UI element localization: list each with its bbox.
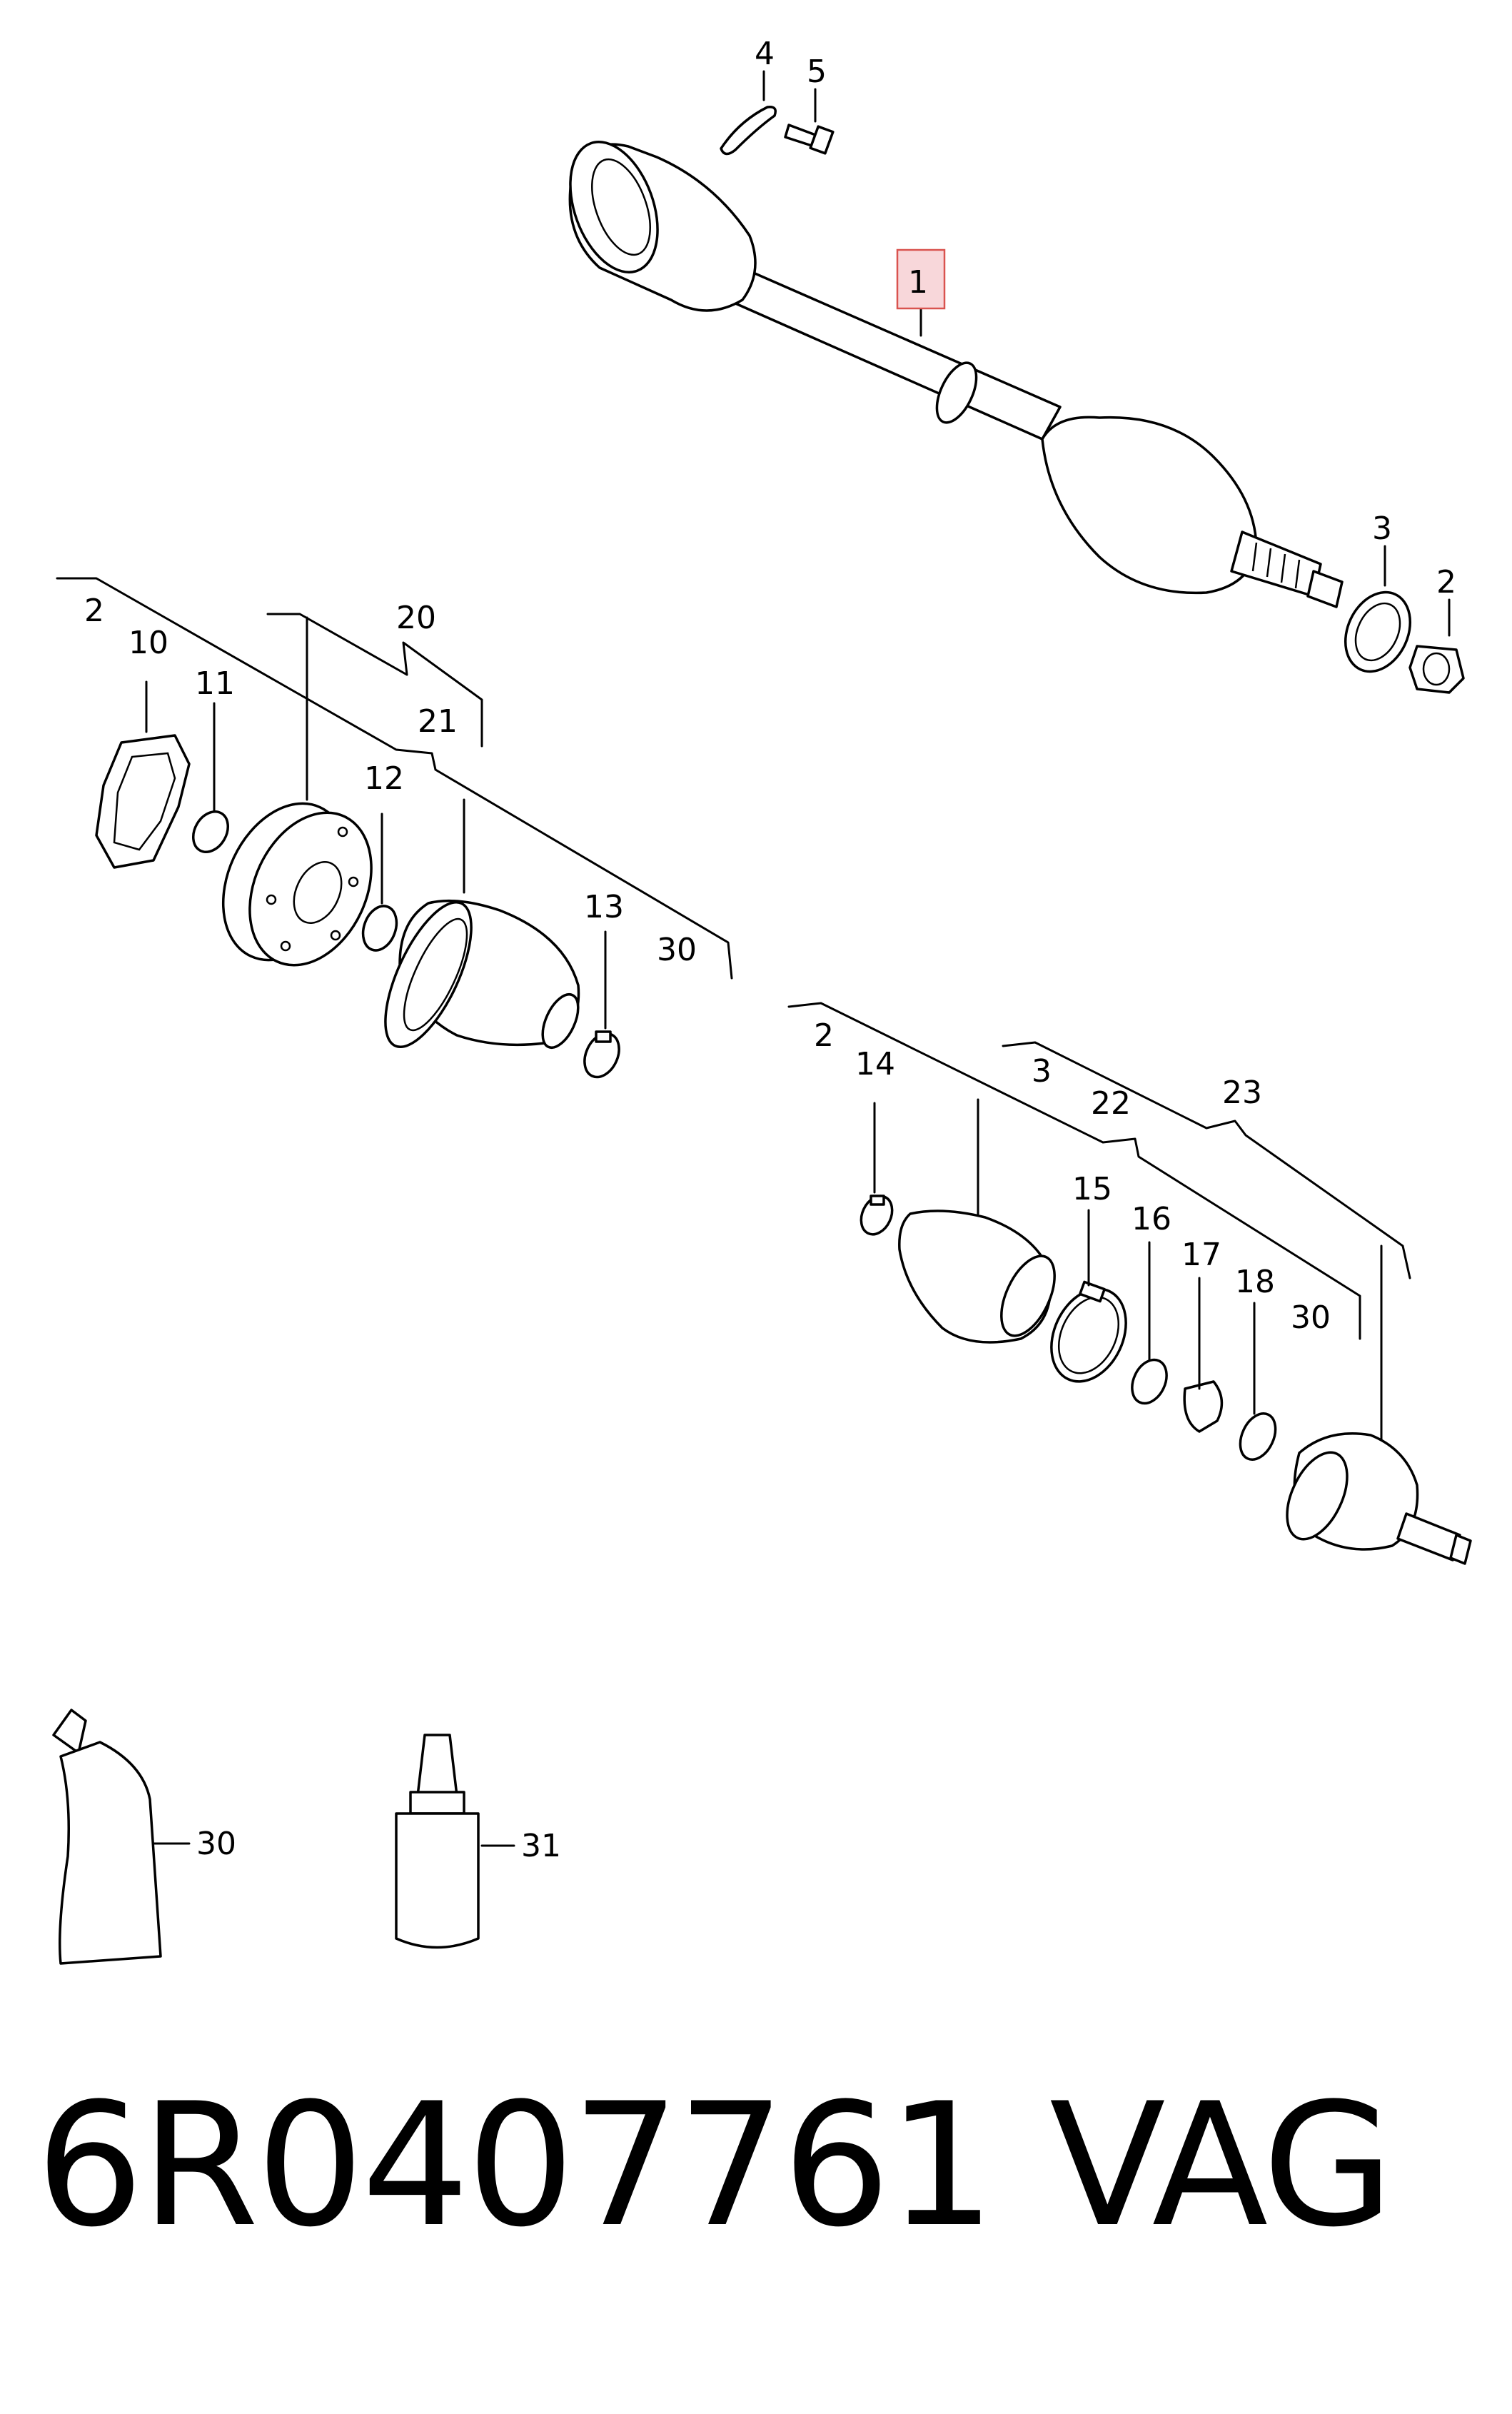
callout-11[interactable]: 11	[195, 665, 235, 702]
highlight-box-callout-1	[896, 248, 946, 310]
ring-part-3	[1344, 590, 1412, 673]
part-number: 6R0407761	[36, 2067, 996, 2265]
callout-10[interactable]: 10	[128, 625, 168, 661]
callout-4[interactable]: 4	[755, 36, 775, 72]
cone-part-17	[1183, 1380, 1224, 1433]
brand-name: VAG	[1049, 2067, 1394, 2265]
outer-cv-boot-top	[568, 141, 757, 312]
callout-2-left[interactable]: 2	[84, 593, 104, 629]
callout-2[interactable]: 2	[1436, 564, 1456, 600]
callout-5[interactable]: 5	[807, 54, 827, 90]
callout-2-right[interactable]: 2	[814, 1017, 834, 1054]
callout-22[interactable]: 22	[1091, 1085, 1131, 1122]
callout-12[interactable]: 12	[364, 760, 404, 797]
bolt-part-5	[784, 124, 835, 155]
clamp-part-13	[583, 1030, 620, 1079]
callout-14[interactable]: 14	[855, 1046, 895, 1082]
callout-21[interactable]: 21	[418, 703, 458, 740]
callout-15[interactable]: 15	[1072, 1171, 1112, 1207]
circlip-part-11	[192, 810, 229, 853]
callout-20[interactable]: 20	[396, 600, 436, 636]
washer-part-16	[1131, 1358, 1168, 1405]
callout-3[interactable]: 3	[1372, 511, 1392, 547]
callout-labels: 1 4 5 3 2 2 10 11 20 21 12 13 30 2 14 3 …	[84, 36, 1456, 1864]
callout-23[interactable]: 23	[1222, 1075, 1262, 1111]
outer-boot	[898, 1209, 1056, 1344]
callout-31-bottle[interactable]: 31	[521, 1828, 561, 1864]
nut-part-2	[1408, 645, 1465, 694]
inner-joint-kit	[56, 577, 733, 1079]
callout-30-right[interactable]: 30	[1291, 1299, 1331, 1336]
callout-30-tube[interactable]: 30	[196, 1826, 236, 1862]
callout-30-left[interactable]: 30	[657, 932, 697, 968]
drive-shaft-assembly	[568, 106, 1465, 694]
outer-joint-kit	[787, 1002, 1472, 1565]
inner-cv-boot-top	[1041, 416, 1344, 608]
callout-17[interactable]: 17	[1181, 1237, 1221, 1273]
callout-1[interactable]: 1	[908, 264, 928, 301]
circlip-part-18	[1239, 1412, 1277, 1461]
callout-18[interactable]: 18	[1235, 1264, 1275, 1300]
clip-part-4	[720, 106, 777, 156]
cv-joint-body	[221, 802, 373, 967]
boot-part-21	[384, 899, 580, 1049]
sealant-bottle-part-31	[395, 1734, 515, 1949]
callout-3-right[interactable]: 3	[1032, 1053, 1052, 1090]
gasket-part-10	[95, 734, 191, 869]
callout-13[interactable]: 13	[584, 889, 624, 925]
callout-16[interactable]: 16	[1132, 1201, 1171, 1237]
clamp-band-part-15	[1050, 1280, 1127, 1383]
outer-joint-part-23	[1286, 1432, 1472, 1565]
washer-part-12	[361, 905, 398, 952]
grease-tube-part-30	[52, 1709, 191, 1965]
clamp-part-14	[860, 1195, 894, 1236]
